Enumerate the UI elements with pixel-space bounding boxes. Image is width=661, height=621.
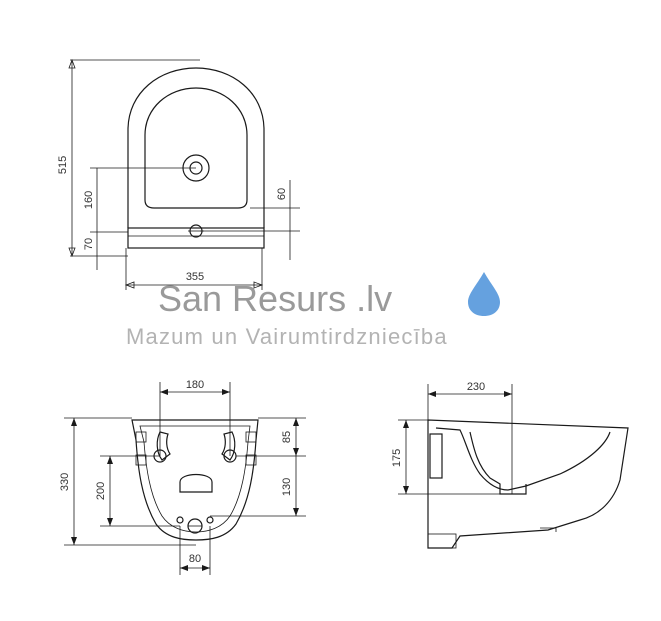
dim-bolt-to-outlet: 130 — [281, 478, 293, 496]
back-view-inner-outline — [139, 425, 251, 533]
dim-inlet-offset: 60 — [276, 188, 288, 200]
side-view: 230 175 — [391, 381, 629, 549]
side-view-trap — [469, 431, 527, 495]
dim-front-offset: 70 — [83, 238, 95, 250]
dim-outlet-height-top: 160 — [83, 191, 95, 209]
top-view-inner-bowl — [144, 87, 248, 209]
dim-outlet-height-back: 200 — [95, 482, 107, 500]
side-view-outline — [427, 419, 629, 549]
back-view-outline — [131, 419, 259, 541]
inlet-left — [176, 516, 184, 524]
back-view-outlet — [179, 473, 213, 493]
right-mount-slot — [221, 431, 236, 461]
dim-top-to-bolt: 85 — [281, 431, 293, 443]
left-mount-slot — [156, 431, 171, 461]
top-view-outer-bowl — [127, 67, 265, 228]
dim-projection: 230 — [467, 381, 485, 393]
dim-width: 355 — [186, 271, 204, 283]
brand-text: San Resurs .lv — [158, 278, 392, 319]
inlet-right — [206, 516, 214, 524]
side-view-inlet — [429, 433, 443, 479]
top-view-base — [127, 227, 265, 249]
side-view-bowl — [435, 427, 611, 491]
water-drop-icon — [468, 272, 500, 316]
dim-outlet-width: 80 — [189, 553, 201, 565]
watermark: San Resurs .lv Mazum un Vairumtirdzniecī… — [126, 272, 500, 349]
dim-overall-depth: 515 — [57, 156, 69, 174]
dim-bolt-spacing: 180 — [186, 379, 204, 391]
dim-back-height: 330 — [59, 473, 71, 491]
tagline-text: Mazum un Vairumtirdzniecība — [126, 324, 448, 349]
top-view: 515 160 70 60 355 — [57, 58, 300, 290]
back-view: 180 330 85 130 200 80 — [59, 379, 306, 575]
dim-side-height: 175 — [391, 449, 403, 467]
